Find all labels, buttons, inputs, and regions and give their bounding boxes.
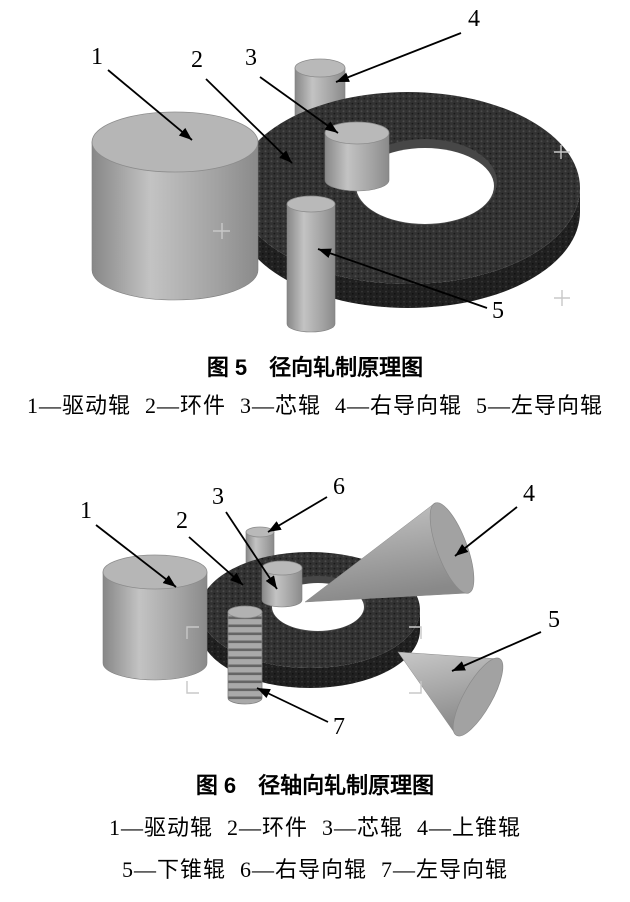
callout-label-7: 7 bbox=[333, 714, 345, 740]
legend-item: 4—右导向辊 bbox=[335, 393, 463, 418]
drive-roller bbox=[102, 554, 208, 681]
left-guide-roller bbox=[286, 195, 336, 333]
arrow-to-drive-roller bbox=[107, 69, 193, 141]
callout-arrows bbox=[95, 496, 542, 723]
upper-cone-roller bbox=[304, 502, 475, 603]
arrow-to-right-guide-roller bbox=[335, 32, 462, 83]
callout-label-5: 5 bbox=[492, 298, 504, 324]
figure5-diagram: 1 2 3 4 5 bbox=[91, 6, 580, 333]
arrow-to-left-guide-roller bbox=[256, 687, 329, 723]
callout-arrows bbox=[107, 32, 488, 309]
legend-item: 7—左导向辊 bbox=[381, 857, 509, 882]
callout-label-3: 3 bbox=[212, 484, 224, 510]
arrow-to-right-guide-roller bbox=[267, 496, 328, 533]
arrow-to-upper-cone bbox=[454, 506, 518, 557]
lower-cone-roller bbox=[397, 651, 504, 737]
figure5-caption: 图 5 径向轧制原理图 bbox=[206, 355, 424, 380]
figure6-diagram: 1 2 3 4 5 6 7 bbox=[80, 474, 560, 740]
arrow-to-core-roller bbox=[225, 511, 278, 590]
figure6-caption: 图 6 径轴向轧制原理图 bbox=[195, 773, 435, 798]
callout-label-4: 4 bbox=[468, 6, 480, 32]
callout-label-5: 5 bbox=[548, 607, 560, 633]
register-marks bbox=[213, 145, 570, 306]
legend-item: 4—上锥辊 bbox=[417, 815, 522, 840]
callout-label-1: 1 bbox=[80, 498, 92, 524]
legend-item: 5—左导向辊 bbox=[476, 393, 604, 418]
callout-label-6: 6 bbox=[333, 474, 345, 500]
callout-label-4: 4 bbox=[523, 481, 535, 507]
figure5-legend: 1—驱动辊 2—环件 3—芯辊 4—右导向辊 5—左导向辊 bbox=[0, 392, 630, 420]
core-roller bbox=[324, 121, 390, 192]
legend-item: 6—右导向辊 bbox=[239, 857, 367, 882]
callout-label-2: 2 bbox=[191, 47, 203, 73]
callout-label-3: 3 bbox=[245, 45, 257, 71]
figure6-legend-row-1: 1—驱动辊 2—环件 3—芯辊 4—上锥辊 bbox=[0, 814, 630, 842]
callout-label-2: 2 bbox=[176, 508, 188, 534]
figure6-legend-row-2: 5—下锥辊 6—右导向辊 7—左导向辊 bbox=[0, 856, 630, 884]
arrow-to-drive-roller bbox=[95, 524, 177, 588]
callout-label-1: 1 bbox=[91, 44, 103, 70]
register-marks bbox=[186, 626, 422, 694]
arrow-to-lower-cone bbox=[451, 631, 542, 672]
left-guide-roller bbox=[227, 605, 263, 705]
arrow-to-left-guide-roller bbox=[317, 248, 488, 309]
legend-item: 2—环件 bbox=[226, 815, 308, 840]
legend-item: 1—驱动辊 bbox=[26, 393, 131, 418]
legend-item: 2—环件 bbox=[144, 393, 226, 418]
arrow-to-ring bbox=[205, 78, 293, 164]
legend-item: 3—芯辊 bbox=[322, 815, 404, 840]
legend-item: 1—驱动辊 bbox=[108, 815, 213, 840]
arrow-to-ring bbox=[188, 536, 244, 586]
legend-item: 3—芯辊 bbox=[239, 393, 321, 418]
drive-roller bbox=[91, 111, 259, 301]
legend-item: 5—下锥辊 bbox=[121, 857, 226, 882]
arrow-to-core-roller bbox=[259, 76, 339, 134]
core-roller bbox=[261, 560, 303, 608]
